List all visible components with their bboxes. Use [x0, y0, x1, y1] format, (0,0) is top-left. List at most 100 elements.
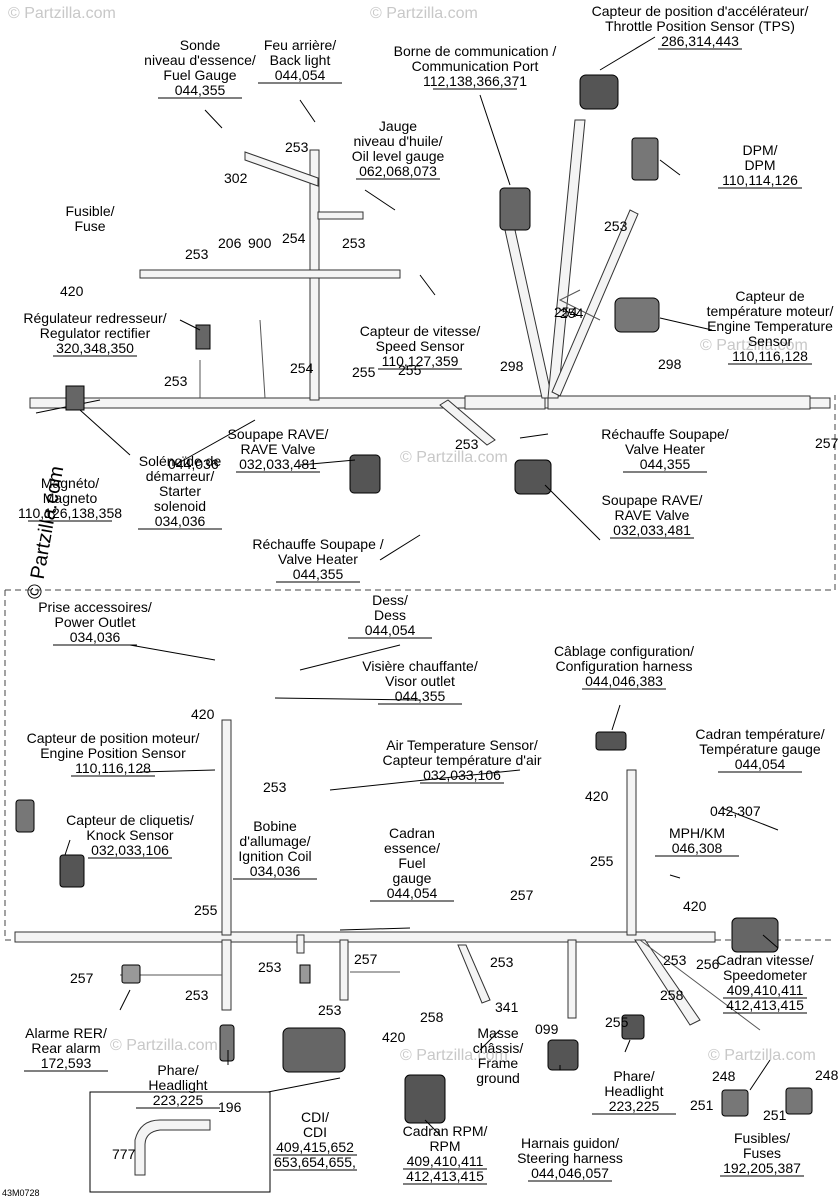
part-number: 253	[342, 235, 366, 251]
callout-line: niveau d'essence/	[144, 52, 256, 68]
callout-refs: 044,054	[387, 885, 438, 901]
callout-line: Fuse	[74, 218, 105, 234]
part-number: 251	[690, 1097, 714, 1113]
callout-refs: 032,033,481	[613, 522, 691, 538]
callout-line: CDI	[303, 1124, 327, 1140]
callout-line: Harnais guidon/	[521, 1135, 619, 1151]
part-number: 255	[590, 853, 614, 869]
callout-line: Dess/	[372, 592, 408, 608]
part-number: 206	[218, 235, 242, 251]
callout-refs: 223,225	[609, 1098, 660, 1114]
callout-line: Engine Position Sensor	[40, 745, 186, 761]
part-number: 257	[354, 951, 378, 967]
callout-refs: 034,036	[70, 629, 121, 645]
callout-knock: Capteur de cliquetis/Knock Sensor032,033…	[66, 812, 194, 859]
callout-line: solenoid	[154, 498, 206, 514]
lower-harness	[14, 719, 761, 1031]
callout-refs: 223,225	[153, 1092, 204, 1108]
callout-line: Knock Sensor	[86, 827, 173, 843]
callout-refs: 044,355	[395, 688, 446, 704]
part-number: 258	[420, 1009, 444, 1025]
callout-refs: 032,033,106	[91, 842, 169, 858]
steering-connector	[547, 1039, 579, 1071]
part-number: 253	[490, 954, 514, 970]
part-number: 258	[660, 987, 684, 1003]
part-number: 255	[398, 362, 422, 378]
part-number: 042,307	[710, 803, 761, 819]
fuse-connector-left	[721, 1089, 749, 1117]
part-number: 777	[112, 1146, 136, 1162]
callout-line: Speed Sensor	[376, 338, 465, 354]
part-number: 255	[605, 1014, 629, 1030]
callout-line: Frame	[478, 1055, 519, 1071]
part-number: 341	[495, 999, 519, 1015]
callout-refs: 653,654,655,	[274, 1154, 356, 1170]
part-number: 044,036	[168, 456, 219, 472]
part-number: 255	[194, 902, 218, 918]
part-number: 420	[60, 283, 84, 299]
callout-line: Visor outlet	[385, 673, 455, 689]
callout-engine-position: Capteur de position moteur/Engine Positi…	[27, 730, 199, 777]
part-number: 255	[352, 364, 376, 380]
callout-refs: 034,036	[250, 863, 301, 879]
callout-line: Phare/	[157, 1062, 198, 1078]
callout-line: Masse	[477, 1025, 518, 1041]
callout-line: Alarme RER/	[25, 1025, 107, 1041]
callout-refs: 062,068,073	[359, 163, 437, 179]
part-number: 257	[510, 887, 534, 903]
callout-line: Headlight	[148, 1077, 207, 1093]
callout-line: Rear alarm	[31, 1040, 100, 1056]
callout-refs: 286,314,443	[661, 33, 739, 49]
callout-line: Valve Heater	[278, 551, 358, 567]
callout-speedometer: Cadran vitesse/Speedometer409,410,411412…	[716, 952, 814, 1014]
part-number: 900	[248, 235, 272, 251]
callout-line: Feu arrière/	[264, 37, 336, 53]
part-number: 256	[696, 956, 720, 972]
callout-line: Fusibles/	[734, 1130, 790, 1146]
callout-line: Fuel Gauge	[163, 67, 236, 83]
figure-code: 43M0728	[2, 1188, 40, 1198]
part-number: 253	[455, 436, 479, 452]
config-harness-connector	[595, 731, 627, 751]
part-number: 254	[560, 305, 584, 321]
callout-refs: 192,205,387	[723, 1160, 801, 1176]
callout-refs: 044,355	[293, 566, 344, 582]
part-number: 420	[585, 788, 609, 804]
callout-line: Ignition Coil	[238, 848, 311, 864]
part-number: 254	[282, 230, 306, 246]
callout-line: Capteur de	[735, 288, 804, 304]
callout-starter: Solénoïde dedémarreur/Startersolenoid034…	[138, 453, 222, 530]
callout-line: MPH/KM	[669, 825, 725, 841]
headlight-left-connector	[219, 1024, 235, 1062]
callout-line: Dess	[374, 607, 406, 623]
callout-line: Sonde	[180, 37, 221, 53]
callout-line: CDI/	[301, 1109, 329, 1125]
callout-line: Câblage configuration/	[554, 643, 694, 659]
callout-line: Capteur de cliquetis/	[66, 812, 194, 828]
part-number: 251	[763, 1107, 787, 1123]
callout-refs: 409,410,411	[407, 1153, 484, 1169]
part-number: 254	[554, 304, 578, 320]
ignition-coil-connector	[299, 964, 311, 984]
callout-refs: 412,413,415	[406, 1168, 484, 1184]
engine-temp-connector	[614, 297, 660, 333]
callout-comm-port: Borne de communication /Communication Po…	[394, 43, 556, 90]
callout-speed-sensor: Capteur de vitesse/Speed Sensor110,127,3…	[360, 323, 480, 370]
watermark: © Partzilla.com	[370, 5, 478, 22]
callout-air-temp: Air Temperature Sensor/Capteur températu…	[382, 737, 542, 784]
callout-labels: Capteur de position d'accélérateur/Throt…	[18, 3, 834, 1185]
callout-refs: 044,355	[640, 456, 691, 472]
part-number: 257	[70, 970, 94, 986]
rpm-connector	[404, 1074, 446, 1124]
callout-line: Speedometer	[723, 967, 807, 983]
